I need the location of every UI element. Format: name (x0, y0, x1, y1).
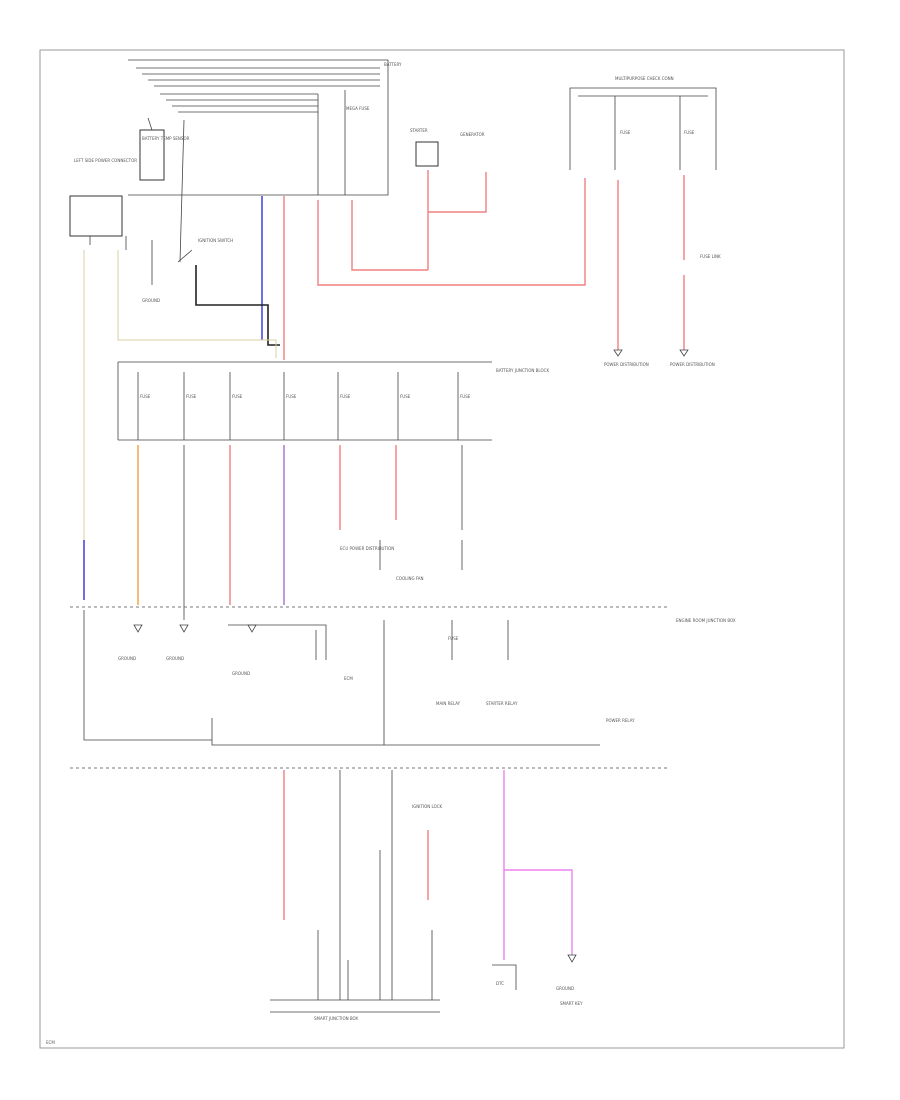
fuse-3-label: FUSE (232, 394, 243, 399)
generator-label: GENERATOR (460, 132, 485, 137)
dtc-label: DTC (496, 981, 504, 986)
fuse-link-label: FUSE LINK (700, 254, 721, 259)
fuse-1-label: FUSE (140, 394, 151, 399)
fuse-2-label: FUSE (186, 394, 197, 399)
starter-label: STARTER (410, 128, 428, 133)
fuse-7-label: FUSE (460, 394, 471, 399)
fuse-5-label: FUSE (340, 394, 351, 399)
power-dist-left-label: POWER DISTRIBUTION (604, 362, 649, 367)
fuse-4-label: FUSE (286, 394, 297, 399)
g3-label: GROUND (232, 671, 250, 676)
ground-right-label: GROUND (556, 986, 574, 991)
cooling-fan-label: COOLING FAN (396, 576, 424, 581)
fuse-a-label: FUSE (620, 130, 631, 135)
smart-key-label: SMART KEY (560, 1001, 583, 1006)
diagram-frame (39, 49, 845, 1049)
ignition-switch-label: IGNITION SWITCH (198, 238, 233, 243)
starter-generator: STARTER GENERATOR (410, 128, 487, 270)
multipurpose-connector: MULTIPURPOSE CHECK CONN FUSE FUSE FUSE L… (317, 76, 721, 367)
starter-relay-label: STARTER RELAY (486, 701, 518, 706)
left-side-pcm-label: LEFT SIDE POWER CONNECTOR (74, 158, 137, 163)
battery-junction-label: BATTERY JUNCTION BLOCK (496, 368, 549, 373)
fuse-r-label: FUSE (448, 636, 459, 641)
g2-label: GROUND (166, 656, 184, 661)
engine-room-junction-label: ENGINE ROOM JUNCTION BOX (676, 618, 736, 623)
left-power-connector-box (69, 195, 123, 237)
main-relay-label: MAIN RELAY (436, 701, 461, 706)
fuse-6-label: FUSE (400, 394, 411, 399)
mega-fuse-label: MEGA FUSE (346, 106, 370, 111)
multipurpose-label: MULTIPURPOSE CHECK CONN (615, 76, 674, 81)
starter-box (415, 141, 439, 167)
battery-temp-sensor-label: BATTERY TEMP SENSOR (142, 136, 190, 141)
battery-block: BATTERY MEGA FUSE BATTERY TEMP SENSOR (128, 59, 402, 263)
smart-junction-label: SMART JUNCTION BOX (314, 1016, 358, 1021)
ecu-pd-label: ECU POWER DISTRIBUTION (340, 546, 394, 551)
ignition-lock-label: IGNITION LOCK (412, 804, 443, 809)
battery-label: BATTERY (384, 62, 402, 67)
g1-label: GROUND (118, 656, 136, 661)
left-power-connector: LEFT SIDE POWER CONNECTOR GROUND IGNITIO… (69, 158, 233, 303)
corner-mark: ECM (46, 1040, 55, 1045)
battery-junction-block: BATTERY JUNCTION BLOCK FUSE FUSE FUSE FU… (117, 361, 549, 441)
fuse-b-label: FUSE (684, 130, 695, 135)
ecm-label: ECM (344, 676, 353, 681)
power-dist-right-label: POWER DISTRIBUTION (670, 362, 715, 367)
ground-left-label: GROUND (142, 298, 160, 303)
ground-row: GROUND GROUND GROUND ECM FUSE MAIN RELAY… (118, 620, 635, 745)
power-relay-label: POWER RELAY (606, 718, 635, 723)
